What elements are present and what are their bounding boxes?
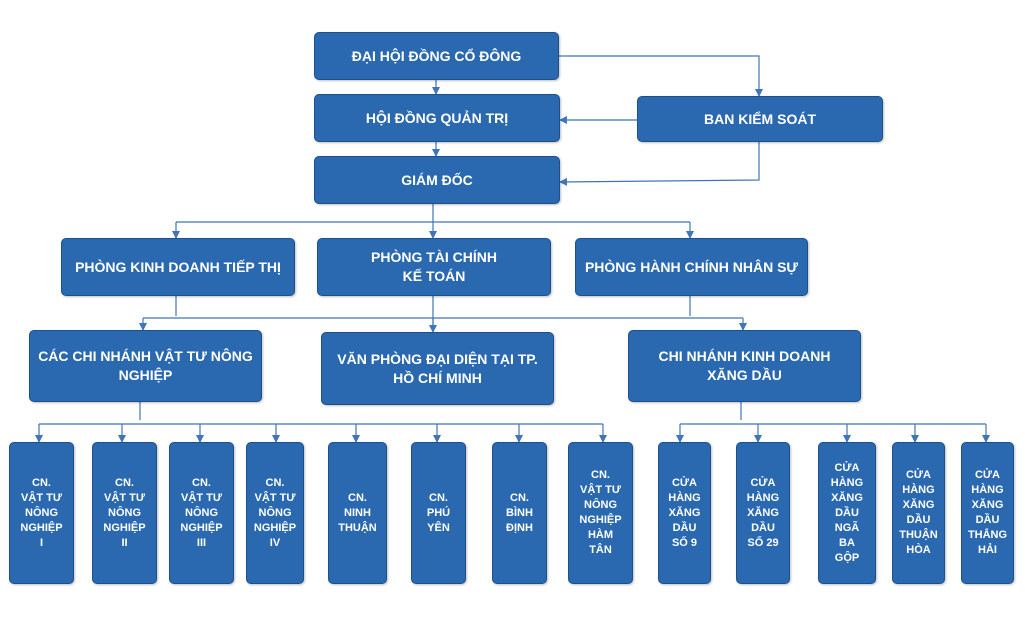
- supervisory-label: BAN KIỂM SOÁT: [704, 110, 816, 127]
- unit-label: CN. VẬT TƯ NÔNG NGHIỆP I: [20, 476, 63, 549]
- rep-office-label: VĂN PHÒNG ĐẠI DIỆN TẠI TP. HỒ CHÍ MINH: [337, 350, 538, 386]
- unit-box: CN. VẬT TƯ NÔNG NGHIỆP IV: [246, 442, 304, 584]
- store-box: CỬA HÀNG XĂNG DẦU THẮNG HẢI: [961, 442, 1014, 584]
- finance-department-label: PHÒNG TÀI CHÍNH KẾ TOÁN: [371, 249, 497, 284]
- unit-box: CN. VẬT TƯ NÔNG NGHIỆP III: [169, 442, 234, 584]
- shareholders-box: ĐẠI HỘI ĐỒNG CỔ ĐÔNG: [314, 32, 559, 80]
- unit-box: CN. PHÚ YÊN: [411, 442, 466, 584]
- supervisory-box: BAN KIỂM SOÁT: [637, 96, 883, 142]
- arrow-shareholders-to-supervisory: [559, 55, 763, 97]
- line-fuel-to-stores: [680, 402, 986, 425]
- store-box: CỬA HÀNG XĂNG DẦU NGÃ BA GỘP: [818, 442, 876, 584]
- unit-label: CN. BÌNH ĐỊNH: [506, 491, 533, 534]
- unit-label: CN. VẬT TƯ NÔNG NGHIỆP IV: [253, 476, 297, 549]
- store-label: CỬA HÀNG XĂNG DẦU SỐ 29: [746, 476, 780, 549]
- unit-label: CN. VẬT TƯ NÔNG NGHIỆP III: [180, 476, 223, 549]
- unit-box: CN. NINH THUẬN: [328, 442, 387, 584]
- hr-department-box: PHÒNG HÀNH CHÍNH NHÂN SỰ: [575, 238, 808, 296]
- store-label: CỬA HÀNG XĂNG DẦU THẮNG HẢI: [967, 469, 1008, 556]
- rep-office-box: VĂN PHÒNG ĐẠI DIỆN TẠI TP. HỒ CHÍ MINH: [321, 332, 554, 405]
- marketing-department-label: PHÒNG KINH DOANH TIẾP THỊ: [75, 258, 281, 275]
- store-box: CỬA HÀNG XĂNG DẦU SỐ 9: [658, 442, 711, 584]
- unit-box: CN. VẬT TƯ NÔNG NGHIỆP II: [92, 442, 157, 584]
- store-box: CỬA HÀNG XĂNG DẦU SỐ 29: [736, 442, 790, 584]
- store-label: CỬA HÀNG XĂNG DẦU NGÃ BA GỘP: [830, 461, 864, 564]
- arrow-supervisory-to-director: [559, 142, 760, 186]
- finance-department-box: PHÒNG TÀI CHÍNH KẾ TOÁN: [317, 238, 551, 296]
- unit-box: CN. VẬT TƯ NÔNG NGHIỆP I: [9, 442, 74, 584]
- unit-label: CN. NINH THUẬN: [338, 491, 377, 534]
- store-label: CỬA HÀNG XĂNG DẦU SỐ 9: [668, 476, 701, 549]
- store-box: CỬA HÀNG XĂNG DẦU THUẬN HÒA: [892, 442, 945, 584]
- unit-box: CN. VẬT TƯ NÔNG NGHIỆP HÀM TÂN: [568, 442, 633, 584]
- agri-branches-label: CÁC CHI NHÁNH VẬT TƯ NÔNG NGHIỆP: [38, 348, 253, 383]
- unit-label: CN. VẬT TƯ NÔNG NGHIỆP II: [103, 476, 146, 549]
- fuel-branch-label: CHI NHÁNH KINH DOANH XĂNG DẦU: [658, 348, 831, 383]
- unit-label: CN. PHÚ YÊN: [426, 491, 451, 534]
- director-box: GIÁM ĐỐC: [314, 156, 560, 204]
- director-label: GIÁM ĐỐC: [401, 171, 473, 188]
- line-agri-to-units: [39, 402, 603, 425]
- marketing-department-box: PHÒNG KINH DOANH TIẾP THỊ: [61, 238, 295, 296]
- store-label: CỬA HÀNG XĂNG DẦU THUẬN HÒA: [899, 469, 938, 556]
- fuel-branch-box: CHI NHÁNH KINH DOANH XĂNG DẦU: [628, 330, 861, 402]
- board-label: HỘI ĐỒNG QUẢN TRỊ: [365, 109, 509, 126]
- unit-box: CN. BÌNH ĐỊNH: [492, 442, 547, 584]
- line-departments-to-divisions: [143, 296, 743, 330]
- board-box: HỘI ĐỒNG QUẢN TRỊ: [314, 94, 560, 142]
- hr-department-label: PHÒNG HÀNH CHÍNH NHÂN SỰ: [584, 258, 799, 275]
- unit-label: CN. VẬT TƯ NÔNG NGHIỆP HÀM TÂN: [579, 469, 622, 556]
- shareholders-label: ĐẠI HỘI ĐỒNG CỔ ĐÔNG: [351, 47, 522, 64]
- agri-branches-box: CÁC CHI NHÁNH VẬT TƯ NÔNG NGHIỆP: [29, 330, 262, 402]
- line-director-to-departments: [176, 204, 690, 223]
